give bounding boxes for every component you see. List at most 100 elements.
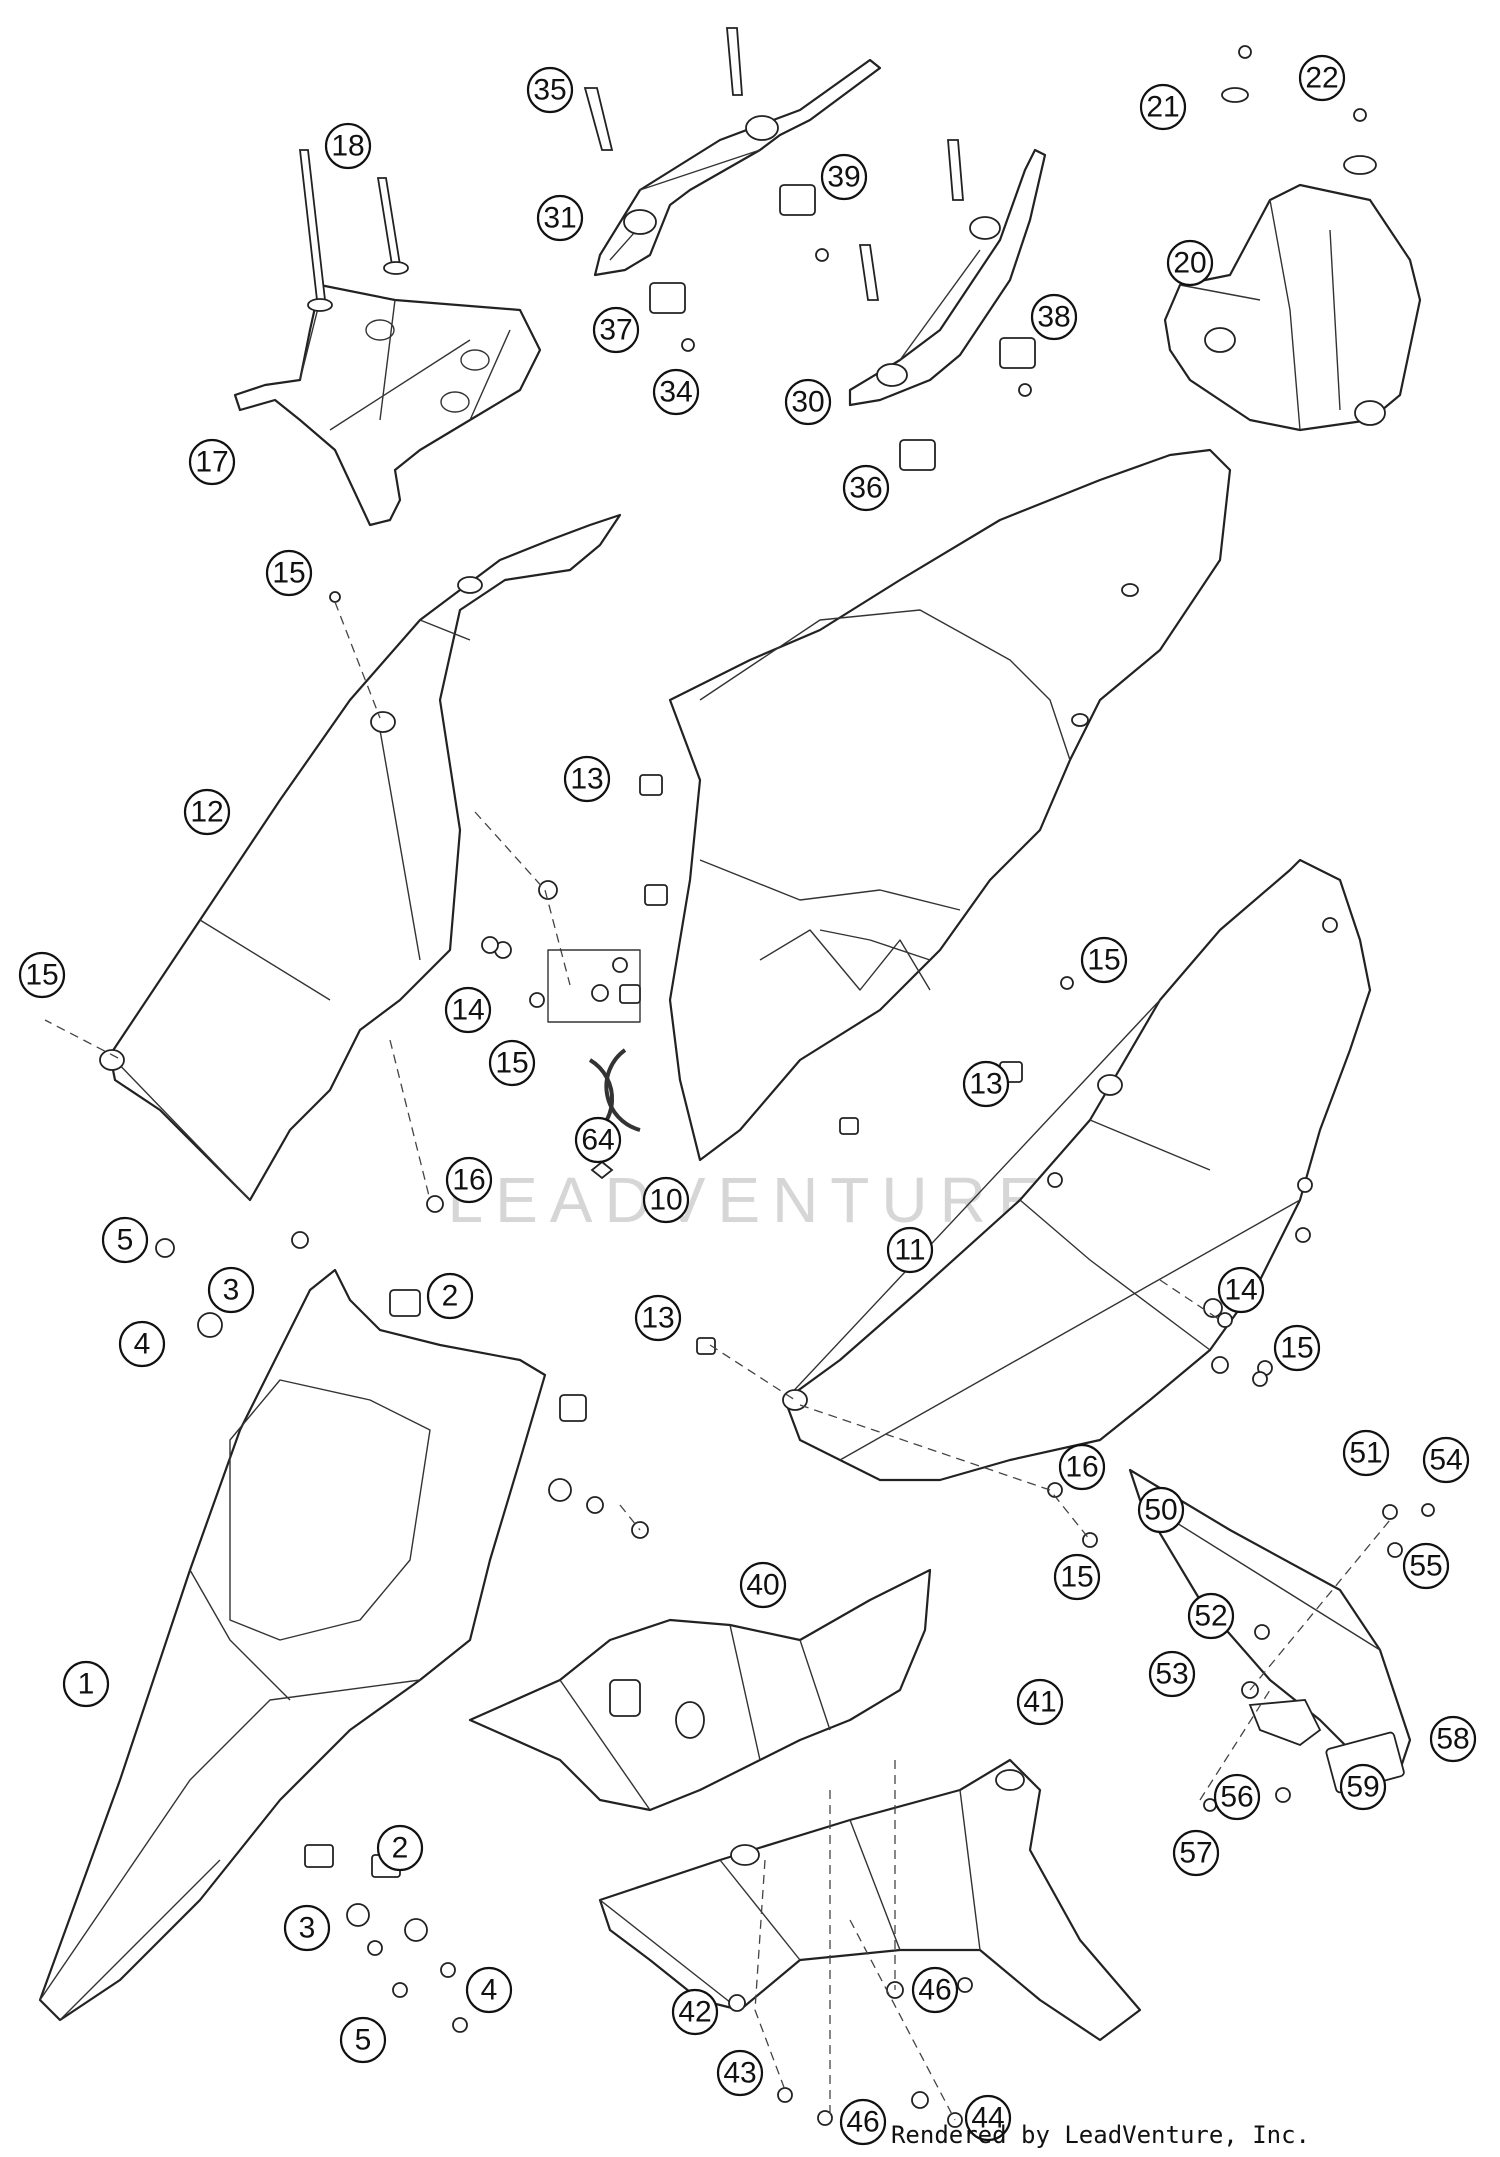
callout-40: 40 — [739, 1561, 787, 1609]
callout-20: 20 — [1166, 239, 1214, 287]
svg-text:64: 64 — [581, 1124, 614, 1157]
callout-15-c: 15 — [488, 1039, 536, 1087]
callout-64: 64 — [574, 1116, 622, 1164]
callout-53: 53 — [1148, 1650, 1196, 1698]
callout-18: 18 — [324, 122, 372, 170]
callout-4-b: 4 — [465, 1966, 513, 2014]
svg-text:15: 15 — [1280, 1332, 1313, 1365]
callout-13-a: 13 — [563, 755, 611, 803]
part-41-bottom-tray — [598, 1758, 1142, 2042]
callout-10: 10 — [642, 1176, 690, 1224]
callout-5-b: 5 — [339, 2016, 387, 2064]
callout-46-b: 46 — [839, 2098, 887, 2146]
callout-16-a: 16 — [445, 1156, 493, 1204]
svg-text:15: 15 — [1087, 944, 1120, 977]
svg-text:4: 4 — [134, 1328, 151, 1361]
svg-text:38: 38 — [1037, 301, 1070, 334]
svg-text:43: 43 — [723, 2057, 756, 2090]
callout-2-b: 2 — [376, 1824, 424, 1872]
callout-39: 39 — [820, 153, 868, 201]
callout-3-b: 3 — [283, 1904, 331, 1952]
callout-30: 30 — [784, 378, 832, 426]
part-40-lower-fairing — [468, 1568, 932, 1812]
svg-text:20: 20 — [1173, 247, 1206, 280]
callout-36: 36 — [842, 464, 890, 512]
svg-text:15: 15 — [272, 557, 305, 590]
part-31-grab-handle — [593, 58, 882, 277]
svg-text:5: 5 — [355, 2024, 372, 2057]
callout-46-a: 46 — [911, 1966, 959, 2014]
callout-38: 38 — [1030, 293, 1078, 341]
callout-22: 22 — [1298, 54, 1346, 102]
svg-text:36: 36 — [849, 472, 882, 505]
callout-1: 1 — [62, 1660, 110, 1708]
svg-text:12: 12 — [190, 796, 223, 829]
svg-text:41: 41 — [1023, 1686, 1056, 1719]
svg-text:2: 2 — [392, 1832, 409, 1865]
part-12-side-panel-left — [99, 513, 622, 1202]
callout-15-e: 15 — [1273, 1324, 1321, 1372]
part-35-bolts — [583, 27, 743, 151]
svg-text:10: 10 — [649, 1184, 682, 1217]
svg-text:15: 15 — [1060, 1561, 1093, 1594]
svg-text:54: 54 — [1429, 1444, 1462, 1477]
svg-text:55: 55 — [1409, 1550, 1442, 1583]
callout-43: 43 — [716, 2049, 764, 2097]
clips-upper — [649, 184, 1036, 471]
svg-text:50: 50 — [1144, 1494, 1177, 1527]
callout-14-a: 14 — [444, 986, 492, 1034]
svg-text:46: 46 — [846, 2106, 879, 2139]
callout-5-a: 5 — [101, 1216, 149, 1264]
callout-51: 51 — [1342, 1429, 1390, 1477]
callout-59: 59 — [1339, 1763, 1387, 1811]
svg-text:58: 58 — [1436, 1723, 1469, 1756]
svg-text:5: 5 — [117, 1224, 134, 1257]
svg-text:21: 21 — [1146, 91, 1179, 124]
svg-text:46: 46 — [918, 1974, 951, 2007]
part-17-rear-bracket — [233, 283, 542, 527]
callout-56: 56 — [1213, 1773, 1261, 1821]
svg-text:3: 3 — [223, 1274, 240, 1307]
svg-text:35: 35 — [533, 74, 566, 107]
credit-text: Rendered by LeadVenture, Inc. — [890, 2121, 1310, 2149]
callout-41: 41 — [1016, 1678, 1064, 1726]
svg-text:15: 15 — [495, 1047, 528, 1080]
svg-text:52: 52 — [1194, 1600, 1227, 1633]
callout-15-f: 15 — [1053, 1553, 1101, 1601]
svg-text:17: 17 — [195, 446, 228, 479]
svg-text:22: 22 — [1305, 62, 1338, 95]
callout-3-a: 3 — [207, 1266, 255, 1314]
svg-text:13: 13 — [570, 763, 603, 796]
callout-15-d: 15 — [1080, 936, 1128, 984]
watermark-text: LEADVENTURE — [448, 1164, 1053, 1236]
callout-44: 44 — [964, 2094, 1012, 2142]
callout-15-a: 15 — [265, 549, 313, 597]
callout-42: 42 — [671, 1988, 719, 2036]
svg-text:14: 14 — [1224, 1274, 1257, 1307]
svg-text:13: 13 — [969, 1068, 1002, 1101]
svg-text:57: 57 — [1179, 1837, 1212, 1870]
svg-text:1: 1 — [78, 1668, 95, 1701]
svg-text:3: 3 — [299, 1912, 316, 1945]
callout-4-a: 4 — [118, 1320, 166, 1368]
callout-17: 17 — [188, 438, 236, 486]
svg-text:2: 2 — [442, 1280, 459, 1313]
callout-31: 31 — [536, 194, 584, 242]
svg-text:13: 13 — [641, 1302, 674, 1335]
part-18-bolts — [298, 149, 409, 312]
svg-text:42: 42 — [678, 1996, 711, 2029]
svg-text:56: 56 — [1220, 1781, 1253, 1814]
assembly-lines — [44, 601, 1391, 2121]
callout-12: 12 — [183, 788, 231, 836]
svg-text:34: 34 — [659, 376, 692, 409]
callout-2-a: 2 — [426, 1272, 474, 1320]
svg-text:44: 44 — [971, 2102, 1004, 2135]
svg-text:40: 40 — [746, 1569, 779, 1602]
callout-34: 34 — [652, 368, 700, 416]
callout-35: 35 — [526, 66, 574, 114]
callout-13-c: 13 — [634, 1294, 682, 1342]
callout-55: 55 — [1402, 1542, 1450, 1590]
svg-text:30: 30 — [791, 386, 824, 419]
part-30-grab-handle — [848, 139, 1047, 407]
